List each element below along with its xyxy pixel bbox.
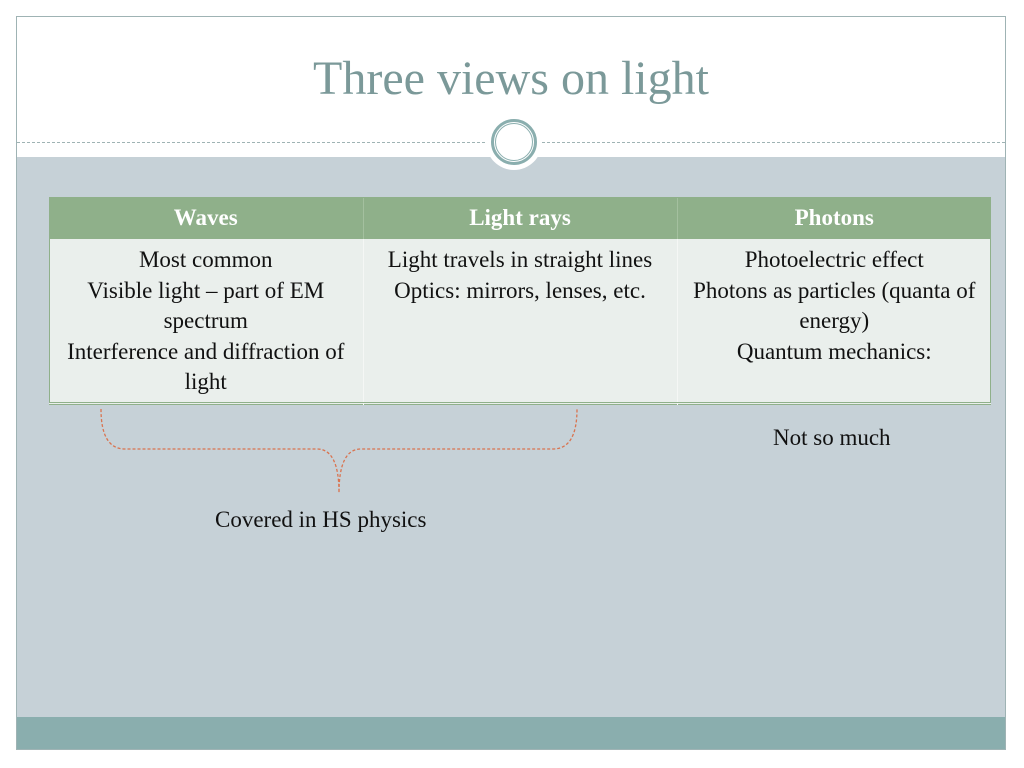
views-table: Waves Light rays Photons Most common Vis… — [49, 197, 991, 405]
cell-waves: Most common Visible light – part of EM s… — [49, 239, 364, 404]
cell-photons: Photoelectric effect Photons as particle… — [677, 239, 991, 404]
header-light-rays: Light rays — [363, 197, 678, 239]
header-waves: Waves — [49, 197, 364, 239]
table-row: Most common Visible light – part of EM s… — [49, 239, 991, 404]
ornament-outer-ring — [491, 119, 537, 165]
slide: Three views on light Waves Light rays Ph… — [16, 16, 1006, 750]
slide-title: Three views on light — [313, 52, 709, 105]
footer-bar — [17, 717, 1005, 749]
header-photons: Photons — [677, 197, 991, 239]
cell-line: Light travels in straight lines — [387, 247, 653, 272]
ornament-inner-ring — [495, 123, 533, 161]
covered-annotation: Covered in HS physics — [215, 507, 427, 532]
cell-line: Quantum mechanics: — [736, 338, 932, 364]
not-so-much-annotation: Not so much — [773, 425, 891, 450]
cell-line: Optics: mirrors, lenses, etc. — [394, 277, 646, 303]
cell-line: Most common — [138, 247, 273, 272]
cell-line: Photoelectric effect — [744, 247, 924, 272]
table-header-row: Waves Light rays Photons — [49, 197, 991, 239]
cell-light-rays: Light travels in straight lines Optics: … — [363, 239, 678, 404]
circle-ornament-icon — [486, 114, 542, 170]
cell-line: Interference and diffraction of light — [67, 338, 345, 395]
cell-line: Photons as particles (quanta of energy) — [693, 277, 976, 334]
cell-line: Visible light – part of EM spectrum — [87, 277, 325, 334]
